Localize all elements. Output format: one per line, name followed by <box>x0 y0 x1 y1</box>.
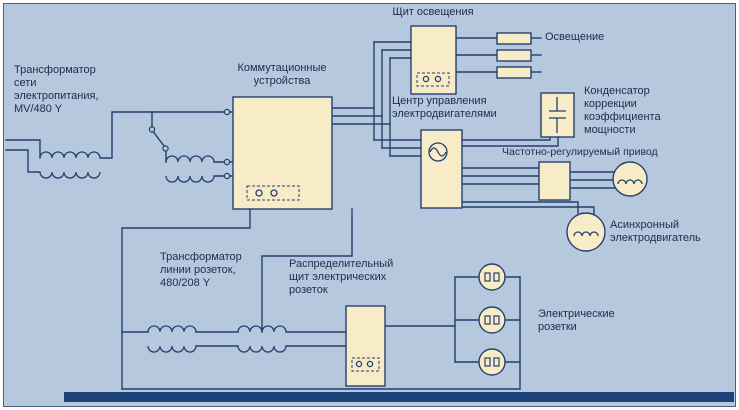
bottom-bar <box>64 392 734 402</box>
capacitor-box <box>540 92 575 138</box>
switchgear-box <box>232 96 333 210</box>
outlet-symbol <box>478 306 506 334</box>
receptacle-panel-box <box>345 305 386 387</box>
supply-transformer-symbol <box>39 151 101 179</box>
lighting-fixture <box>496 66 532 79</box>
vfd-motor-symbol <box>612 161 648 197</box>
label-lighting-panel: Щит освещения <box>392 6 474 18</box>
label-receptacle-transformer: Трансформатор линии розеток, 480/208 Y <box>160 251 242 289</box>
lighting-fixture <box>496 32 532 45</box>
label-outlets: Электрические розетки <box>538 308 615 333</box>
label-vfd: Частотно-регулируемый привод <box>502 146 658 158</box>
lighting-fixtures <box>496 32 532 79</box>
label-receptacle-panel: Распределительный щит электрических розе… <box>289 258 394 296</box>
receptacle-transformer-symbol <box>147 325 287 353</box>
outlet-symbol <box>478 263 506 291</box>
label-pf-capacitor: Конденсатор коррекции коэффициента мощно… <box>584 85 661 136</box>
label-supply-transformer: Трансформатор сети электропитания, MV/48… <box>14 64 99 115</box>
label-switchgear: Коммутационные устройства <box>237 62 327 87</box>
label-lighting: Освещение <box>545 31 605 43</box>
transformer-winding-symbol <box>165 108 231 183</box>
outlet-symbols <box>478 263 506 376</box>
capacitor-symbol <box>549 97 566 133</box>
lighting-breaker-symbol <box>416 72 450 87</box>
panel-breaker-symbol <box>351 357 380 372</box>
lighting-panel-box <box>410 25 457 95</box>
induction-motor-symbol <box>566 212 606 252</box>
label-motor-control-center: Центр управления электродвигателями <box>392 95 497 120</box>
wires <box>5 37 615 390</box>
switchgear-breaker-symbol <box>246 185 300 201</box>
mcc-box <box>420 129 463 209</box>
mcc-contactor-symbol <box>428 142 448 162</box>
lighting-fixture <box>496 49 532 62</box>
disconnect-switch-symbol <box>148 126 169 152</box>
vfd-box <box>538 161 571 201</box>
label-induction-motor: Асинхронный электродвигатель <box>610 219 701 244</box>
outlet-symbol <box>478 348 506 376</box>
